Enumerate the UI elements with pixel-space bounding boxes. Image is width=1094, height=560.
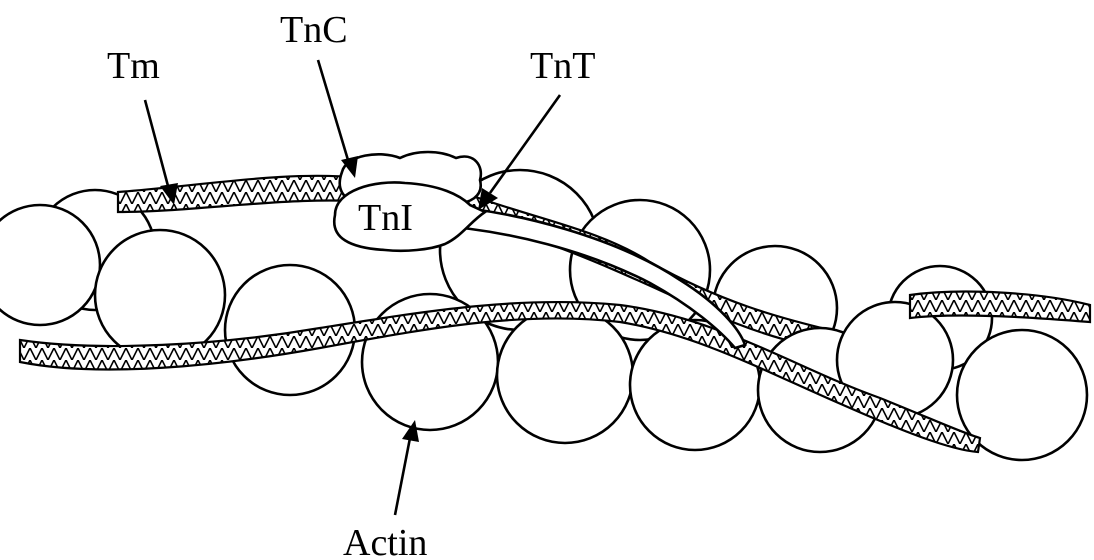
actin-label: Actin <box>343 522 427 560</box>
actin-bead <box>95 230 225 360</box>
actin-arrow <box>395 420 419 515</box>
tnt-label: TnT <box>530 45 595 87</box>
tnc-label: TnC <box>280 9 348 51</box>
actin-bead <box>497 307 633 443</box>
tnc-arrow <box>318 60 358 178</box>
tni-label: TnI <box>358 197 413 239</box>
tm-label: Tm <box>107 45 160 87</box>
